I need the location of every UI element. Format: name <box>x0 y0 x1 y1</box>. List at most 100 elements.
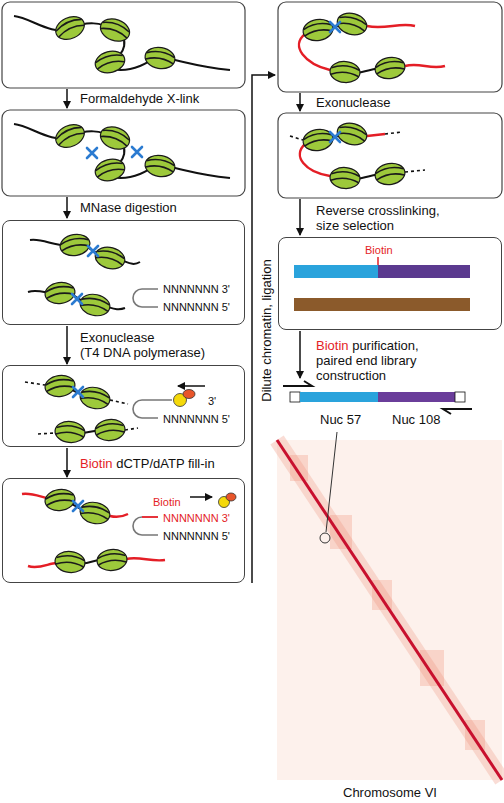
trimmed-ligation-products <box>290 120 425 190</box>
step-label: Exonuclease <box>80 330 154 345</box>
contact-map <box>277 440 502 780</box>
step-label-group: Biotinpurification, paired end library c… <box>316 338 454 383</box>
exonuclease-trimmed-ends <box>94 418 126 442</box>
exonuclease-trimmed-ends <box>44 374 77 399</box>
step-arrow <box>66 197 68 218</box>
ligation-fragment <box>294 257 470 311</box>
sequence-label: NNNNNNN 3' <box>163 511 230 525</box>
biotin-fill-in <box>133 517 158 535</box>
biotin-fill-in <box>78 500 112 527</box>
sequence-label: 3' <box>208 394 216 408</box>
exonuclease-trimmed-ends <box>54 420 86 444</box>
biotin-fill-in <box>226 493 236 501</box>
crosslinked-chromatin <box>132 147 142 157</box>
biotin-fill-in <box>73 501 83 511</box>
step-label: Exonuclease <box>316 95 390 110</box>
ligated-chromatin <box>330 22 340 32</box>
step-frame <box>2 110 245 196</box>
biotin-fill-in <box>22 494 165 567</box>
step-frame <box>2 2 245 88</box>
digested-dinucleosomes <box>93 244 127 272</box>
sequence-label: Biotin <box>365 243 393 257</box>
step-frame <box>278 2 502 92</box>
step-label: Formaldehyde X-link <box>80 91 199 106</box>
trimmed-ligation-products <box>329 166 361 190</box>
trimmed-ligation-products <box>335 120 369 148</box>
ligation-fragment <box>294 298 470 311</box>
exonuclease-trimmed-ends <box>178 385 205 387</box>
step-panel: Biotin <box>278 237 502 330</box>
biotin-fill-in <box>190 496 212 498</box>
sequence-label: NNNNNNN 5' <box>163 529 230 543</box>
exonuclease-trimmed-ends <box>25 374 205 444</box>
ligated-chromatin <box>299 10 445 84</box>
nucleosome-label: Nuc 108 <box>392 412 440 427</box>
step-label: MNase digestion <box>80 200 177 215</box>
biotin-fill-in <box>142 516 158 518</box>
step-panel: 3' NNNNNNN 5' <box>2 365 245 447</box>
sequence-label: Biotin <box>153 495 181 509</box>
exonuclease-trimmed-ends <box>183 390 195 399</box>
step-arrow <box>67 75 300 583</box>
crosslinked-chromatin <box>14 120 230 184</box>
biotin-fill-in <box>54 550 86 574</box>
step-label: Reverse crosslinking, size selection <box>316 203 461 233</box>
library-molecule <box>455 392 465 402</box>
contact-map <box>277 440 502 780</box>
ligation-fragment <box>378 265 470 278</box>
digested-dinucleosomes <box>72 294 82 304</box>
step-label: Dilute chromatin, ligation <box>259 259 274 401</box>
biotin-label: Biotin <box>80 456 113 471</box>
contact-map <box>372 580 392 610</box>
ligated-chromatin <box>329 60 361 84</box>
contact-map <box>290 455 485 750</box>
crosslinked-chromatin <box>14 120 230 184</box>
step-label: (T4 DNA polymerase) <box>80 345 205 360</box>
library-molecule <box>378 392 455 402</box>
contact-map <box>326 432 337 532</box>
step-arrow <box>252 75 275 583</box>
step-arrow <box>299 331 301 378</box>
step-arrow <box>66 326 68 364</box>
contact-map <box>320 533 330 543</box>
trimmed-ligation-products <box>330 132 340 142</box>
sequence-label: NNNNNNN 5' <box>163 412 230 426</box>
step-arrow <box>299 93 301 111</box>
step-panel: BiotinNNNNNNN 3' NNNNNNN 5' <box>2 478 245 583</box>
contact-map <box>277 432 502 780</box>
digested-dinucleosomes <box>133 289 158 307</box>
exonuclease-trimmed-ends <box>73 387 83 397</box>
sequence-label: NNNNNNN 5' <box>163 300 230 314</box>
contact-map <box>330 515 352 549</box>
sequence-label: NNNNNNN 3' <box>163 282 230 296</box>
digested-dinucleosomes <box>58 232 91 258</box>
digested-dinucleosomes <box>88 246 98 256</box>
step-panel: NNNNNNN 3' NNNNNNN 5' <box>2 220 245 325</box>
step-label-group: BiotindCTP/dATP fill-in <box>80 456 218 471</box>
step-arrow <box>299 199 301 235</box>
library-molecule <box>283 381 472 414</box>
nucleosome-label: Nuc 57 <box>320 412 361 427</box>
step-frame <box>278 113 502 198</box>
trimmed-ligation-products <box>373 161 406 187</box>
ligated-chromatin <box>335 10 369 38</box>
contact-map <box>277 440 502 780</box>
ligated-chromatin <box>373 55 406 81</box>
ligation-fragment <box>294 265 378 278</box>
step-arrow <box>66 448 68 477</box>
contact-map <box>465 720 485 750</box>
chromatin-fiber <box>14 12 230 76</box>
crosslinked-chromatin <box>87 148 97 158</box>
digested-dinucleosomes <box>78 292 112 319</box>
biotin-fill-in <box>44 488 77 513</box>
step-label: dCTP/dATP fill-in <box>116 456 215 471</box>
library-molecule <box>283 381 312 386</box>
digested-dinucleosomes <box>28 232 158 318</box>
library-molecule <box>290 392 300 402</box>
ligation-fragment <box>377 257 379 265</box>
biotin-label: Biotin <box>316 338 349 353</box>
library-molecule <box>300 392 378 402</box>
